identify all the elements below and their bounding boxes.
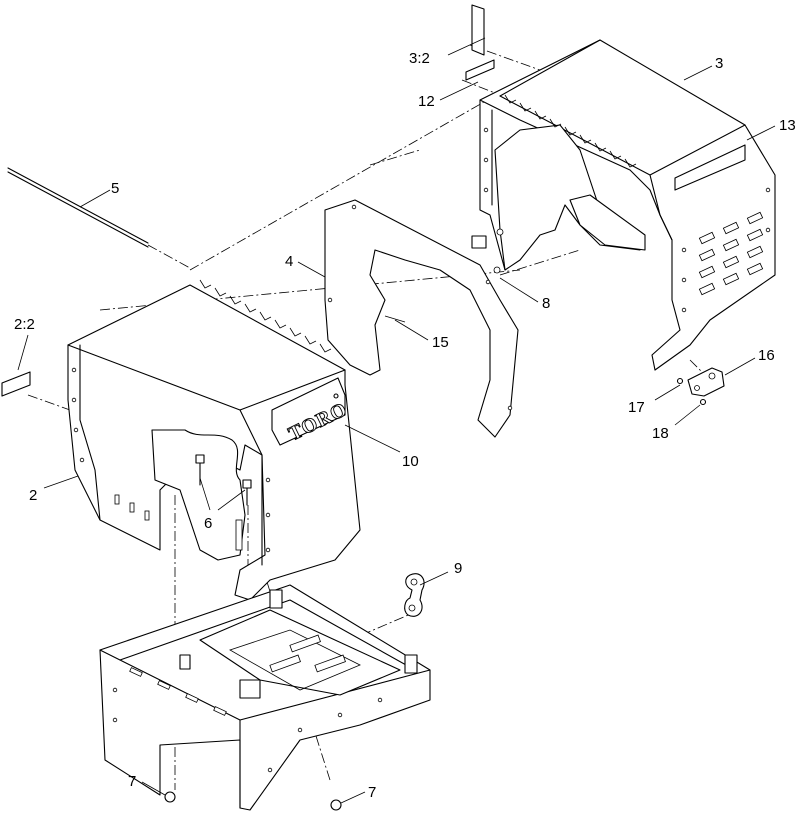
callout-4: 4: [285, 253, 293, 270]
part-16-latch: [687, 367, 725, 397]
callout-17: 17: [628, 399, 645, 416]
callout-18: 18: [652, 425, 669, 442]
part-3-rear-shroud: [471, 39, 776, 371]
part-5-rod: [7, 167, 191, 269]
vent-slots: [698, 211, 764, 296]
part-17-screw: [676, 377, 684, 385]
part-3-2-decal: [471, 4, 485, 56]
edge-holes: [483, 127, 771, 313]
part-18-nut: [699, 398, 707, 406]
callout-labels: 3:2 12 3 13 5 4 8 15 2:2 16 17 18 10 2 6…: [14, 50, 796, 801]
callout-3: 3: [715, 55, 723, 72]
part-15-slot: [384, 315, 406, 323]
callout-2: 2: [29, 487, 37, 504]
callout-12: 12: [418, 93, 435, 110]
frame-holes: [112, 667, 383, 773]
bracket-left: [471, 235, 487, 249]
callout-5: 5: [111, 180, 119, 197]
callout-9: 9: [454, 560, 462, 577]
base-frame: [99, 584, 431, 811]
callout-13: 13: [779, 117, 796, 134]
part-7-nut-left: [164, 791, 176, 803]
callout-8: 8: [542, 295, 550, 312]
callout-10: 10: [402, 453, 419, 470]
callout-7-left: 7: [128, 773, 136, 790]
part-7-nut-right: [330, 799, 342, 811]
callout-15: 15: [432, 334, 449, 351]
part-8-fastener: [493, 266, 501, 274]
front-edge-holes: [71, 367, 271, 553]
part-12-decal: [465, 59, 495, 81]
callout-16: 16: [758, 347, 775, 364]
part-2-front-shroud: TORO: [67, 279, 361, 601]
part-4-panel: [324, 199, 519, 438]
callout-2-2: 2:2: [14, 316, 35, 333]
leader-lines: [17, 37, 776, 804]
part-6-bolts: [195, 454, 252, 506]
callout-7-right: 7: [368, 784, 376, 801]
callout-3-2: 3:2: [409, 50, 430, 67]
callout-6: 6: [204, 515, 212, 532]
part-2-2-decal: [1, 371, 31, 397]
part-9-link: [404, 573, 425, 617]
